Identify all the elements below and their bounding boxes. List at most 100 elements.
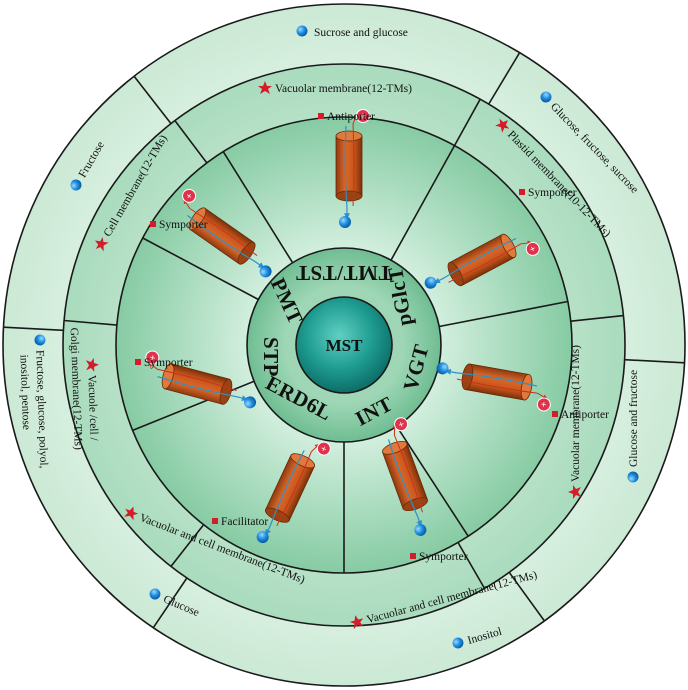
star-icon (94, 236, 109, 252)
transporter-group: +Antiporter+Symporter+Antiporter+Symport… (135, 109, 609, 563)
proton-flow-arrow (448, 240, 533, 283)
sector-divider (508, 571, 546, 622)
sugar-flow-arrow (444, 368, 538, 387)
sugar-dot-icon (70, 179, 82, 191)
sector-divider (64, 319, 117, 326)
proton-flow-arrow (456, 378, 548, 400)
sugar-dot-icon (149, 588, 161, 600)
sugar-text-vgt: Glucose and fructose (628, 370, 640, 467)
role-text-pmt: Symporter (159, 219, 208, 231)
role-label-pglct: Symporter (519, 187, 577, 199)
transporter-bottom (335, 190, 363, 202)
sugar-label-vgt: Glucose and fructose (627, 370, 640, 483)
transporter-top (500, 233, 517, 259)
star-icon (349, 615, 364, 630)
sugar-flow-arrow (434, 238, 517, 284)
sugar-flow-arrow (387, 439, 423, 527)
transporter-bottom (264, 507, 290, 523)
proton-flow-arrow (276, 443, 320, 527)
sugar-text-tmt: Sucrose and glucose (314, 27, 408, 39)
sugar-dot-icon (424, 276, 437, 289)
sector-divider (142, 237, 259, 301)
star-icon (124, 506, 139, 521)
sugar-dot-icon (296, 25, 308, 37)
transporter-vgt: + (436, 362, 551, 412)
proton-flow-arrow (352, 113, 358, 207)
square-marker-icon (552, 411, 558, 417)
square-marker-icon (150, 221, 156, 227)
role-label-stp: Symporter (135, 357, 193, 369)
role-text-int: Symporter (419, 551, 468, 563)
family-label-stp: STP (259, 337, 283, 377)
transporter-int: + (382, 417, 428, 536)
role-text-stp: Symporter (144, 357, 193, 369)
sector-dividers (3, 52, 685, 629)
role-text-tmt: Antiporter (327, 111, 375, 123)
proton-plus-glyph: + (184, 191, 196, 202)
square-marker-icon (410, 553, 416, 559)
proton-icon (316, 441, 331, 456)
sugar-dot-icon (256, 531, 269, 544)
proton-plus-glyph: + (397, 419, 406, 431)
transporter-bottom (461, 363, 474, 391)
star-icon (495, 118, 510, 133)
sector-divider (152, 577, 188, 629)
transporter-top (382, 440, 408, 455)
proton-flow-arrow (183, 198, 258, 257)
transporter-stp: + (145, 350, 257, 409)
center-label: MST (326, 336, 364, 355)
transporter-pmt: + (182, 188, 272, 278)
membrane-label-tmt: Vacuolar membrane(12-TMs) (258, 81, 412, 95)
sector-divider (222, 151, 294, 264)
sector-divider (570, 314, 624, 322)
proton-icon (145, 350, 160, 365)
sector-divider (174, 120, 208, 164)
transporter-body (335, 135, 363, 197)
sugar-dot-icon (436, 362, 449, 375)
star-icon (85, 357, 99, 372)
proton-plus-glyph: + (318, 443, 328, 456)
membrane-text-vgt: Vacuolar membrane(12-TMs) (570, 345, 582, 482)
membrane-text-tmt: Vacuolar membrane(12-TMs) (275, 83, 412, 95)
transporter-top (188, 207, 207, 231)
proton-icon (356, 109, 370, 123)
square-marker-icon (318, 113, 324, 119)
sector-divider (3, 326, 64, 332)
sugar-dot-icon (244, 396, 257, 409)
proton-icon (536, 397, 551, 412)
sector-divider (453, 98, 481, 146)
sector-divider (457, 542, 486, 589)
role-text-erd6l: Facilitator (221, 516, 268, 528)
transporter-top (161, 363, 175, 390)
role-text-pglct: Symporter (528, 187, 577, 199)
sugar-dot-icon (452, 637, 464, 649)
role-label-tmt: Antiporter (318, 111, 375, 123)
transporter-bottom (219, 378, 233, 405)
sector-divider (439, 300, 568, 328)
star-icon (258, 81, 272, 94)
transporter-bottom (447, 261, 464, 287)
proton-plus-glyph: + (537, 401, 549, 409)
proton-flow-arrow (148, 362, 237, 391)
proton-plus-glyph: + (147, 353, 159, 362)
membrane-text-stp-1: Vacuole /cell / (85, 375, 99, 442)
sugar-text-stp-1: Fructose, glucose, polyol, (33, 350, 49, 469)
sugar-dot-icon (339, 216, 351, 228)
proton-icon (525, 241, 540, 256)
transporter-bottom (402, 497, 428, 512)
proton-plus-glyph: + (526, 244, 539, 254)
square-marker-icon (135, 359, 141, 365)
transporter-top (335, 130, 363, 142)
sector-divider (133, 75, 172, 125)
transporter-top (520, 373, 533, 401)
sugar-dot-icon (259, 265, 272, 278)
membrane-label-vgt: Vacuolar membrane(12-TMs) (568, 345, 582, 499)
role-label-pmt: Symporter (150, 219, 208, 231)
star-icon (568, 485, 581, 499)
transporter-bottom (237, 241, 256, 265)
sector-divider (488, 52, 521, 105)
sector-divider (390, 145, 456, 261)
proton-icon (394, 417, 409, 432)
square-marker-icon (212, 518, 218, 524)
